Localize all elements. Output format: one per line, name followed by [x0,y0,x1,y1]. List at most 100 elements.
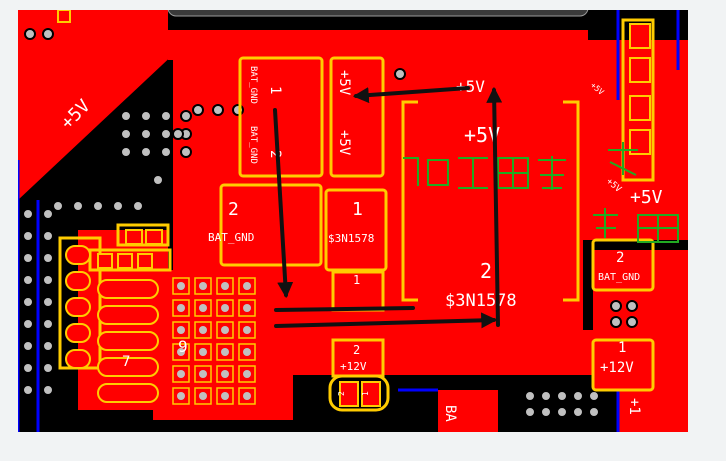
net-5v-right-label: +5V [630,187,663,208]
header-pad-hole [199,326,207,334]
header-pad [172,387,190,405]
net-5v-vertical-1: +5V [336,70,352,96]
header-pad-hole [221,304,229,312]
via [556,390,568,402]
via [22,296,34,308]
via [42,318,54,330]
bat-gnd-vertical-2: BAT_GND [248,126,258,164]
pin1-tiny-label: 1 [361,391,370,396]
header-pad-hole [221,326,229,334]
net-12-partial-label: +1 [626,398,642,415]
via [42,252,54,264]
via [22,384,34,396]
header-pad [216,343,234,361]
header-pad [216,277,234,295]
pin7-label: 7 [122,354,130,370]
net-12v-small: +12V [340,360,367,373]
header-pad-hole [243,304,251,312]
arrow-up-5v [486,86,503,327]
arrow-right-bottom [274,312,498,329]
via [540,390,552,402]
via [172,128,184,140]
header-pad-hole [243,392,251,400]
via [192,104,204,116]
header-pad-hole [199,304,207,312]
via [42,28,54,40]
header-pad [172,321,190,339]
header-pad-hole [199,370,207,378]
header-pad-hole [221,348,229,356]
pcb-layout-view: +5V 1 BAT_GND BAT_GND 2 +5V +5V +5V +5V … [18,10,688,432]
header-pad [238,387,256,405]
header-pad [238,277,256,295]
via [22,274,34,286]
header-pad-hole [221,370,229,378]
via [42,384,54,396]
header-pad [238,299,256,317]
pin1-mid-label: 1 [352,199,363,220]
via [22,340,34,352]
pin2-left-label: 2 [228,199,239,220]
via [140,146,152,158]
background-strip [0,432,726,461]
header-pad [216,387,234,405]
via [140,110,152,122]
net-5v-vertical-2: +5V [336,130,352,156]
via [120,110,132,122]
via [52,200,64,212]
header-pad [172,299,190,317]
header-pad-hole [177,282,185,290]
via [22,208,34,220]
via [524,406,536,418]
via [180,110,192,122]
net-5v-arrow-tip-label: +5V [456,77,485,96]
header-pad-hole [177,348,185,356]
header-pad-hole [177,326,185,334]
header-pad [194,343,212,361]
header-pad-hole [177,370,185,378]
header-pad [238,365,256,383]
header-pad-hole [199,282,207,290]
silkscreen-outlines [58,18,655,412]
header-pad [172,343,190,361]
net-3n1578-small: $3N1578 [328,232,374,245]
bat-gnd-right: BAT_GND [598,272,640,283]
via [540,406,552,418]
via [120,146,132,158]
header-pad [216,299,234,317]
via [22,362,34,374]
header-grid [172,277,256,405]
header-pad [194,299,212,317]
header-pad [216,321,234,339]
header-pad [194,387,212,405]
via [72,200,84,212]
via [42,362,54,374]
via-grid [22,28,638,418]
module-outline [167,10,589,17]
via [626,316,638,328]
arrow-to-5v-left [352,86,470,104]
pin1-small-label: 1 [353,273,360,287]
header-pad-hole [221,282,229,290]
via [42,340,54,352]
header-pad-hole [221,392,229,400]
via [160,128,172,140]
pin2-right-label: 2 [616,250,624,266]
arrow-down-gnd [273,108,294,299]
pin2-tiny-label: 2 [337,391,346,396]
via [212,104,224,116]
via [556,406,568,418]
via [572,390,584,402]
via [112,200,124,212]
pin1-top-label: 1 [267,86,283,94]
pin9-label: 9 [178,337,188,356]
header-pad [172,277,190,295]
header-pad [194,321,212,339]
via [42,230,54,242]
via [610,300,622,312]
annotation-arrows [273,86,503,329]
header-pad-hole [199,392,207,400]
header-pad-hole [177,304,185,312]
via [180,146,192,158]
pin2-small-label: 2 [353,343,360,357]
